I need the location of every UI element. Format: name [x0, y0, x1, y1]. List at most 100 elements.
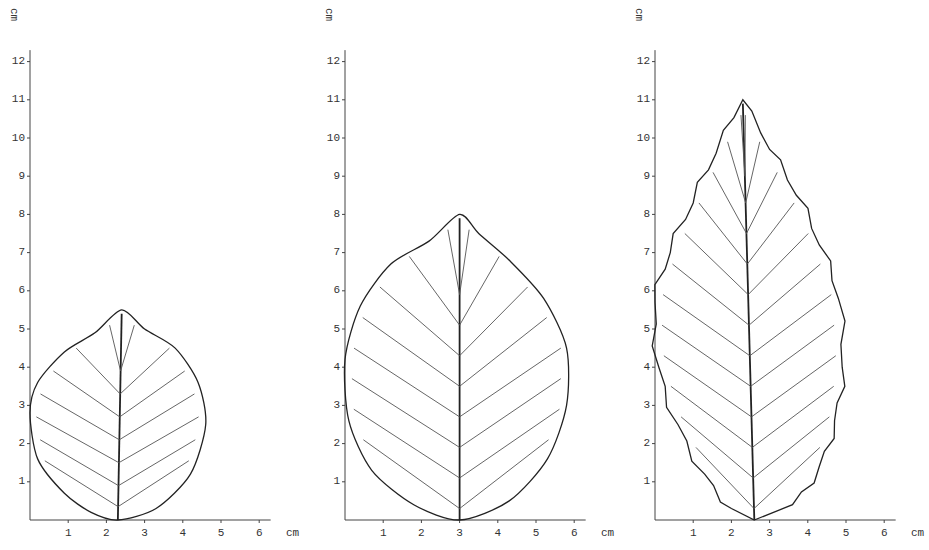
leaf-vein	[41, 394, 120, 440]
y-tick-label: 5	[18, 324, 25, 335]
leaf	[652, 100, 845, 520]
leaf-outline	[344, 214, 568, 520]
leaf-vein	[681, 417, 753, 478]
axis-unit: cm	[323, 8, 334, 21]
leaf-vein	[460, 440, 549, 509]
y-tick-label: 7	[18, 247, 25, 258]
x-tick-label: 6	[881, 528, 888, 539]
leaf-vein	[460, 230, 470, 295]
y-tick-label: 3	[333, 400, 340, 411]
leaf-vein	[744, 115, 745, 176]
x-tick-label: 2	[728, 528, 735, 539]
leaf-vein	[119, 417, 199, 463]
leaf-vein	[741, 115, 745, 176]
y-tick-label: 8	[18, 209, 25, 220]
leaf-vein	[120, 371, 185, 417]
x-tick-label: 1	[690, 528, 697, 539]
leaf-vein	[672, 264, 749, 325]
leaf-vein	[460, 379, 561, 448]
leaf-vein	[460, 287, 528, 356]
y-tick-label: 2	[18, 438, 25, 449]
leaf	[344, 214, 568, 520]
y-tick-label: 2	[333, 438, 340, 449]
x-tick-label: 5	[533, 528, 540, 539]
leaf-vein	[120, 348, 169, 394]
axis-unit: cm	[633, 8, 644, 21]
y-tick-label: 3	[18, 400, 25, 411]
x-tick-label: 3	[141, 528, 148, 539]
leaf-vein	[354, 409, 460, 478]
y-tick-label: 3	[643, 400, 650, 411]
x-tick-label: 6	[571, 528, 578, 539]
y-tick-label: 2	[643, 438, 650, 449]
y-tick-label: 9	[333, 171, 340, 182]
leaf-vein	[699, 203, 747, 264]
leaf-vein	[460, 318, 547, 387]
x-tick-label: 2	[418, 528, 425, 539]
leaf-vein	[663, 295, 750, 356]
y-tick-label: 10	[637, 133, 650, 144]
y-tick-label: 6	[643, 285, 650, 296]
y-tick-label: 10	[327, 133, 340, 144]
axis-unit: cm	[911, 528, 924, 539]
leaf-vein	[363, 318, 460, 387]
y-tick-label: 7	[643, 247, 650, 258]
leaf-outline	[30, 310, 206, 520]
x-tick-label: 4	[494, 528, 501, 539]
y-tick-label: 1	[333, 476, 340, 487]
leaf-vein	[40, 440, 118, 486]
y-tick-label: 12	[327, 56, 340, 67]
leaf-vein	[45, 461, 118, 507]
leaf-vein	[748, 234, 808, 295]
leaf-vein	[749, 264, 820, 325]
axes	[27, 50, 271, 523]
leaf-vein	[713, 172, 746, 233]
midrib	[743, 104, 754, 520]
x-tick-label: 1	[380, 528, 387, 539]
leaf-outline	[652, 100, 845, 520]
leaf-vein	[664, 356, 752, 417]
y-tick-label: 6	[18, 285, 25, 296]
x-tick-label: 3	[456, 528, 463, 539]
leaf-vein	[118, 461, 189, 507]
leaf-vein	[752, 386, 833, 447]
leaf-vein	[750, 295, 831, 356]
axis-unit: cm	[286, 528, 299, 539]
leaf-vein	[409, 256, 459, 325]
y-tick-label: 12	[637, 56, 650, 67]
leaf-vein	[696, 447, 754, 508]
leaf-vein	[354, 348, 460, 417]
axis-unit: cm	[8, 8, 19, 21]
y-tick-label: 4	[333, 362, 340, 373]
x-tick-label: 2	[103, 528, 110, 539]
leaf-vein	[53, 371, 119, 417]
leaf-vein	[752, 356, 836, 417]
y-tick-label: 5	[643, 324, 650, 335]
leaf	[30, 310, 206, 520]
leaf-vein	[753, 417, 829, 478]
leaf-vein	[110, 325, 121, 371]
leaf-vein	[747, 172, 778, 233]
axes	[342, 50, 586, 523]
y-tick-label: 7	[333, 247, 340, 258]
leaf-vein	[460, 409, 560, 478]
y-tick-label: 1	[643, 476, 650, 487]
x-tick-label: 5	[843, 528, 850, 539]
axes	[652, 50, 896, 523]
x-tick-label: 6	[256, 528, 263, 539]
y-tick-label: 1	[18, 476, 25, 487]
leaf-vein	[118, 440, 195, 486]
y-tick-label: 8	[333, 209, 340, 220]
x-tick-label: 5	[218, 528, 225, 539]
x-tick-label: 3	[766, 528, 773, 539]
leaf-vein	[671, 386, 752, 447]
leaf-vein	[363, 440, 459, 509]
y-tick-label: 6	[333, 285, 340, 296]
leaf-vein	[121, 325, 135, 371]
leaf-vein	[119, 394, 194, 440]
y-tick-label: 12	[12, 56, 25, 67]
leaf-vein	[662, 325, 751, 386]
x-tick-label: 4	[179, 528, 186, 539]
y-tick-label: 8	[643, 209, 650, 220]
